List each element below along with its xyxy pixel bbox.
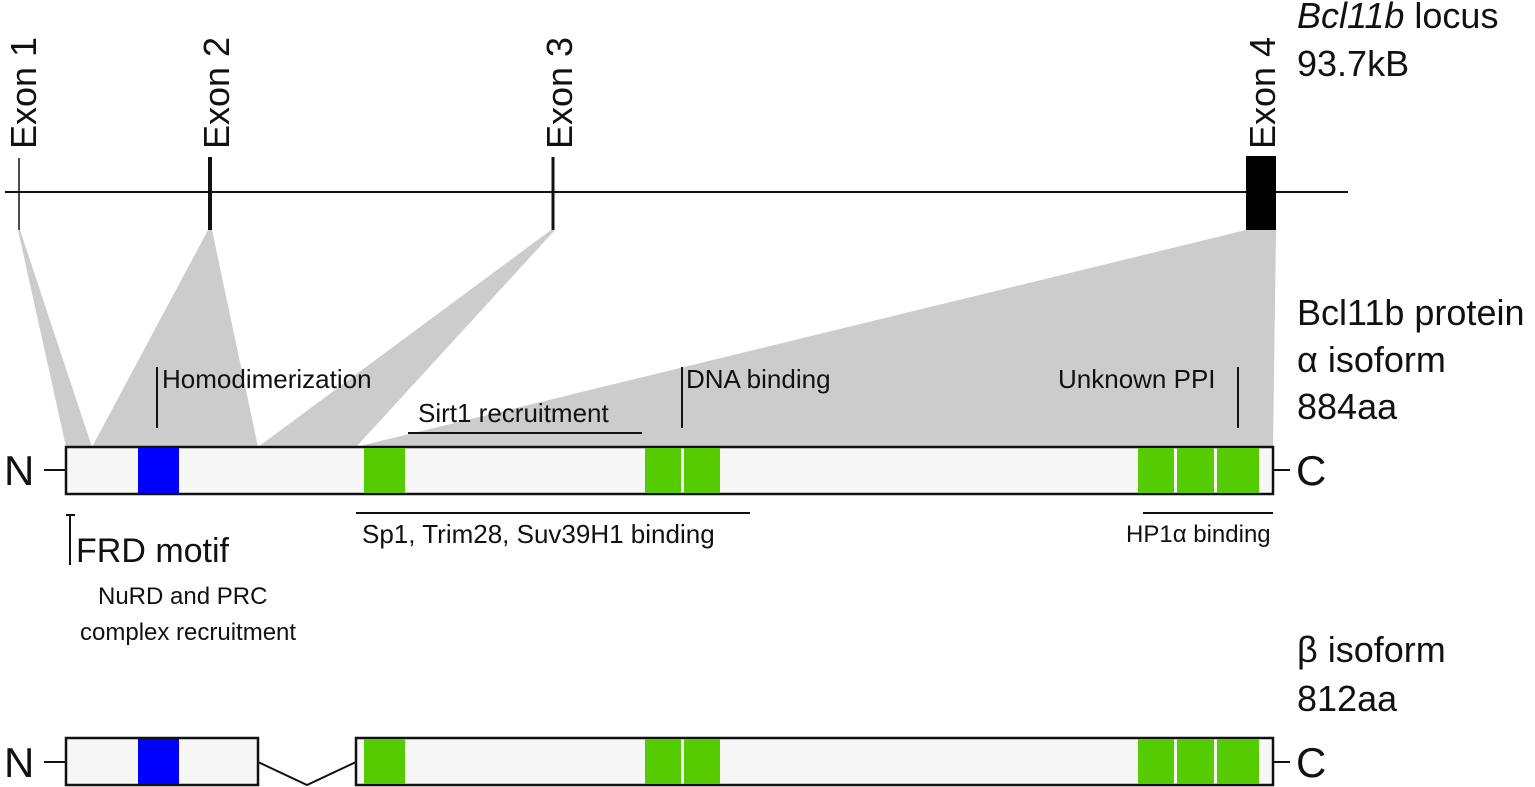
hp1a-label: HP1α binding	[1126, 521, 1271, 548]
beta-zinc-finger-3	[684, 739, 720, 784]
locus-title: Bcl11b locus	[1297, 0, 1498, 36]
nurd-label-line1: NuRD and PRC	[98, 583, 267, 610]
gene-locus	[5, 156, 1348, 230]
upper-annotations: Homodimerization Sirt1 recruitment DNA b…	[156, 364, 1239, 434]
locus-word: locus	[1404, 0, 1498, 36]
alpha-zinc-finger-4	[1138, 448, 1174, 493]
alpha-title-line3: 884aa	[1297, 386, 1398, 427]
exon-labels: Exon 1 Exon 2 Exon 3 Exon 4	[3, 37, 1283, 149]
mapping-exon1	[18, 230, 92, 447]
mapping-exon4	[356, 230, 1276, 447]
beta-title-line1: β isoform	[1297, 629, 1446, 670]
beta-splice-connector	[257, 761, 357, 787]
alpha-zinc-finger-1	[364, 448, 405, 493]
beta-protein-bar-right	[354, 736, 1275, 787]
exon-protein-mapping	[18, 230, 1276, 447]
mapping-exon2	[92, 230, 258, 447]
sp1-label: Sp1, Trim28, Suv39H1 binding	[362, 519, 715, 549]
exon-4-block	[1246, 156, 1276, 230]
unknown-ppi-label: Unknown PPI	[1058, 364, 1216, 394]
beta-frd-domain	[138, 739, 179, 784]
alpha-zinc-finger-2	[645, 448, 681, 493]
alpha-frd-domain	[138, 448, 179, 493]
beta-zinc-finger-4	[1138, 739, 1174, 784]
gene-name: Bcl11b	[1297, 0, 1404, 36]
lower-annotations: Sp1, Trim28, Suv39H1 binding HP1α bindin…	[66, 512, 1273, 646]
beta-title-line2: 812aa	[1297, 678, 1398, 719]
beta-c-terminal: C	[1296, 739, 1326, 786]
nurd-label-line2: complex recruitment	[80, 619, 296, 646]
beta-zinc-finger-6	[1217, 739, 1259, 784]
beta-n-terminal: N	[4, 739, 34, 786]
alpha-c-terminal: C	[1296, 447, 1326, 494]
beta-zinc-finger-2	[645, 739, 681, 784]
locus-size: 93.7kB	[1297, 43, 1409, 84]
alpha-zinc-finger-6	[1217, 448, 1259, 493]
exon-3-label: Exon 3	[539, 37, 580, 149]
dna-binding-label: DNA binding	[686, 364, 831, 394]
homodimerization-label: Homodimerization	[162, 364, 372, 394]
exon-2-label: Exon 2	[196, 37, 237, 149]
alpha-n-terminal: N	[4, 447, 34, 494]
alpha-protein: N C	[4, 445, 1326, 496]
frd-motif-label: FRD motif	[76, 532, 230, 570]
exon-4-label: Exon 4	[1242, 37, 1283, 149]
alpha-zinc-finger-5	[1177, 448, 1214, 493]
beta-protein: N C	[4, 736, 1326, 787]
exon-1-label: Exon 1	[3, 37, 44, 149]
mapping-exon3	[258, 230, 555, 447]
alpha-title-line2: α isoform	[1297, 339, 1446, 380]
alpha-zinc-finger-3	[684, 448, 720, 493]
alpha-title-line1: Bcl11b protein	[1297, 292, 1524, 333]
beta-zinc-finger-1	[364, 739, 405, 784]
beta-zinc-finger-5	[1177, 739, 1214, 784]
sirt1-label: Sirt1 recruitment	[418, 398, 609, 428]
